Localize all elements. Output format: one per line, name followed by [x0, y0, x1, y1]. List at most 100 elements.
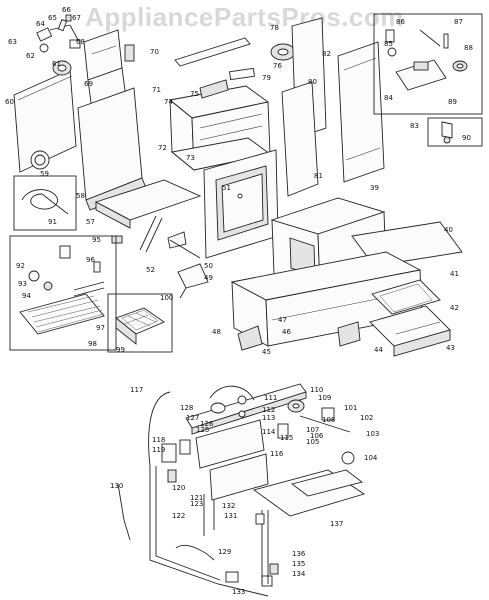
callout-93: 93	[18, 280, 27, 288]
rear-panel	[13, 69, 77, 173]
front-frame	[203, 149, 279, 259]
callout-113: 113	[262, 414, 275, 422]
callout-115: 115	[280, 434, 293, 442]
callout-125: 125	[196, 426, 209, 434]
callout-117: 117	[130, 386, 143, 394]
callout-71: 71	[152, 86, 161, 94]
callout-48: 48	[212, 328, 221, 336]
callout-76: 76	[273, 62, 282, 70]
callout-130: 130	[110, 482, 123, 490]
callout-126: 126	[200, 420, 214, 428]
callout-labels-lower: 1011021031041051061071081091101111121131…	[110, 386, 379, 596]
callout-64: 64	[36, 20, 45, 28]
callout-57: 57	[86, 218, 95, 226]
callout-75: 75	[190, 90, 199, 98]
right-side-panel	[281, 17, 385, 197]
callout-121: 121	[190, 494, 203, 502]
callout-89: 89	[448, 98, 457, 106]
callout-87: 87	[454, 18, 463, 26]
callout-65: 65	[48, 14, 57, 22]
callout-95: 95	[92, 236, 101, 244]
callout-129: 129	[218, 548, 231, 556]
callout-39: 39	[370, 184, 379, 192]
main-frame	[168, 85, 272, 171]
callout-61: 61	[52, 60, 61, 68]
callout-127: 127	[186, 414, 199, 422]
callout-135: 135	[292, 560, 305, 568]
callout-52: 52	[146, 266, 155, 274]
callout-133: 133	[232, 588, 245, 596]
callout-72: 72	[158, 144, 167, 152]
callout-118: 118	[152, 436, 165, 444]
oven-burner	[139, 215, 201, 259]
callout-83: 83	[410, 122, 419, 130]
broiler-pan	[369, 279, 451, 357]
callout-68: 68	[76, 38, 85, 46]
callout-78: 78	[270, 24, 279, 32]
callout-114: 114	[262, 428, 276, 436]
callout-116: 116	[270, 450, 284, 458]
callout-82: 82	[322, 50, 331, 58]
callout-70: 70	[150, 48, 159, 56]
callout-44: 44	[374, 346, 383, 354]
broiler-grid-inset	[107, 293, 173, 353]
callout-107: 107	[306, 426, 319, 434]
callout-81: 81	[314, 172, 323, 180]
callout-105: 105	[306, 438, 319, 446]
callout-51: 51	[222, 184, 231, 192]
callout-labels-upper: 5960616263646566676869707172737475767879…	[5, 6, 473, 356]
callout-120: 120	[172, 484, 185, 492]
callout-106: 106	[310, 432, 324, 440]
callout-69: 69	[84, 80, 93, 88]
callout-60: 60	[5, 98, 14, 106]
callout-67: 67	[72, 14, 81, 22]
thermostat-assembly	[36, 14, 81, 76]
callout-43: 43	[446, 344, 455, 352]
callout-90: 90	[462, 134, 471, 142]
callout-100: 100	[160, 294, 173, 302]
callout-74: 74	[164, 98, 173, 106]
callout-73: 73	[186, 154, 195, 162]
callout-123: 123	[190, 500, 203, 508]
rack-inset	[9, 235, 117, 351]
callout-40: 40	[444, 226, 453, 234]
callout-80: 80	[308, 78, 317, 86]
callout-88: 88	[464, 44, 473, 52]
callout-110: 110	[310, 386, 323, 394]
callout-59: 59	[40, 170, 49, 178]
gas-manifold-assembly	[117, 383, 366, 597]
callout-49: 49	[204, 274, 213, 282]
callout-85: 85	[384, 40, 393, 48]
callout-58: 58	[76, 192, 85, 200]
base-assembly	[230, 251, 423, 351]
callout-79: 79	[262, 74, 271, 82]
callout-131: 131	[224, 512, 237, 520]
callout-122: 122	[172, 512, 185, 520]
part-90-inset	[427, 117, 483, 147]
callout-136: 136	[292, 550, 306, 558]
callout-128: 128	[180, 404, 193, 412]
callout-42: 42	[450, 304, 459, 312]
callout-63: 63	[8, 38, 17, 46]
callout-132: 132	[222, 502, 235, 510]
callout-46: 46	[282, 328, 291, 336]
callout-45: 45	[262, 348, 271, 356]
top-trim-strip	[174, 37, 296, 99]
callout-96: 96	[86, 256, 95, 264]
callout-92: 92	[16, 262, 25, 270]
callout-66: 66	[62, 6, 71, 14]
callout-109: 109	[318, 394, 331, 402]
broiler-bracket	[177, 263, 209, 299]
bottom-tray	[94, 179, 202, 244]
callout-94: 94	[22, 292, 31, 300]
callout-91: 91	[48, 218, 57, 226]
callout-99: 99	[116, 346, 125, 354]
callout-103: 103	[366, 430, 379, 438]
callout-102: 102	[360, 414, 373, 422]
thermocouple-inset	[13, 175, 77, 231]
callout-119: 119	[152, 446, 165, 454]
callout-101: 101	[344, 404, 357, 412]
callout-97: 97	[96, 324, 105, 332]
callout-111: 111	[264, 394, 277, 402]
